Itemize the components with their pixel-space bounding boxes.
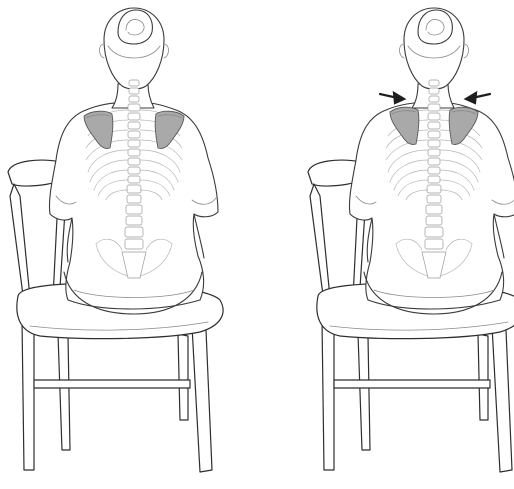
figure-left (8, 8, 223, 472)
figure-right (308, 8, 514, 472)
arrow-right (466, 93, 490, 103)
arrow-left (380, 93, 404, 103)
